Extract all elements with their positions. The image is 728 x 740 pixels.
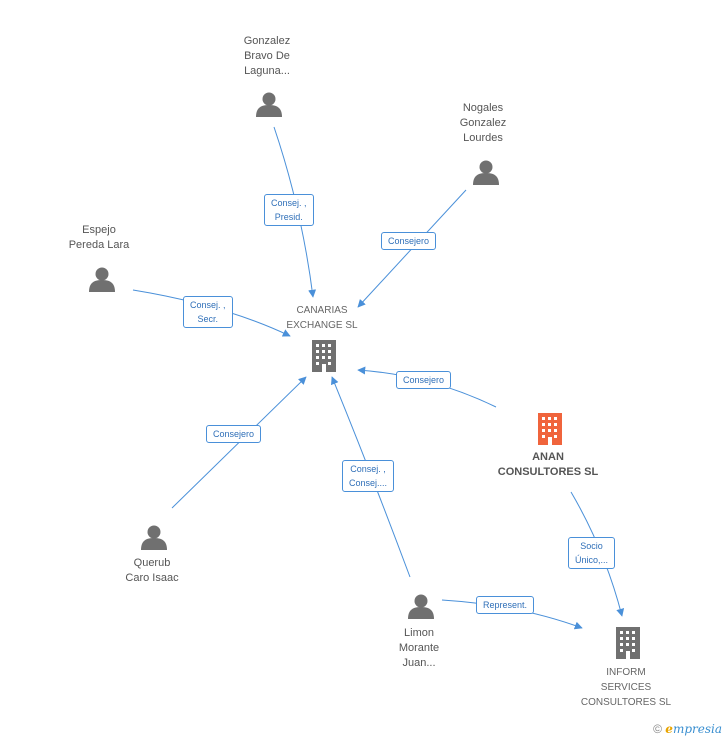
edge-label-line: Secr.	[197, 314, 219, 324]
node-label-line: Pereda Lara	[68, 239, 130, 251]
edge-label-nogales-canarias[interactable]: Consejero	[381, 232, 437, 250]
node-label-line: Espejo	[82, 224, 116, 236]
node-label-line: SERVICES	[600, 682, 652, 693]
node-label-limon[interactable]: Limon Morante Juan...	[359, 626, 479, 671]
node-label-line: Caro Isaac	[125, 572, 179, 584]
node-label-line: Morante	[398, 642, 440, 654]
node-label-line: Laguna...	[244, 65, 290, 77]
edge-label-line: Consej. ,	[350, 464, 386, 474]
edge-label-limon-canarias[interactable]: Consej. , Consej....	[342, 460, 395, 492]
node-label-line: EXCHANGE SL	[286, 320, 358, 331]
person-icon-limon[interactable]	[408, 594, 434, 620]
edge-label-espejo-canarias[interactable]: Consej. , Secr.	[183, 296, 233, 328]
node-label-line: Gonzalez	[459, 117, 507, 129]
edge-label-line: Único,...	[575, 555, 609, 565]
node-label-line: Juan...	[402, 657, 436, 669]
edge-label-line: Consej....	[349, 478, 388, 488]
node-label-line: CONSULTORES SL	[580, 697, 672, 708]
node-label-line: Limon	[404, 627, 434, 639]
edge-label-line: Socio	[580, 541, 603, 551]
person-icon-querub[interactable]	[141, 525, 167, 551]
edge-label-line: Consejero	[213, 429, 255, 439]
footer-brand: © empresia	[653, 722, 722, 736]
node-label-line: ANAN	[532, 451, 564, 463]
brand-logo-e: e	[665, 722, 673, 736]
edge-label-gonzalez-canarias[interactable]: Consej. , Presid.	[264, 194, 314, 226]
person-icon-espejo[interactable]	[89, 267, 115, 293]
node-label-line: Lourdes	[463, 132, 503, 144]
edge-label-line: Consejero	[388, 236, 430, 246]
node-label-line: Gonzalez	[243, 35, 291, 47]
node-label-canarias[interactable]: CANARIAS EXCHANGE SL	[262, 303, 382, 333]
edge-label-anan-canarias[interactable]: Consejero	[396, 371, 452, 389]
node-label-nogales[interactable]: Nogales Gonzalez Lourdes	[423, 101, 543, 146]
node-label-inform[interactable]: INFORM SERVICES CONSULTORES SL	[566, 665, 686, 710]
copyright-icon: ©	[653, 722, 662, 736]
building-icon-inform[interactable]	[616, 627, 640, 659]
person-icon-nogales[interactable]	[473, 160, 499, 186]
node-label-line: INFORM	[606, 667, 646, 678]
building-icon-anan[interactable]	[538, 413, 562, 445]
node-label-anan[interactable]: ANAN CONSULTORES SL	[488, 450, 608, 480]
node-label-line: Bravo De	[244, 50, 290, 62]
edge-label-line: Presid.	[274, 212, 303, 222]
node-label-line: Querub	[133, 557, 171, 569]
brand-logo[interactable]: empresia	[665, 722, 722, 736]
edge-label-line: Consejero	[403, 375, 445, 385]
edge-label-line: Consej. ,	[271, 198, 307, 208]
node-label-line: Nogales	[462, 102, 504, 114]
edge-label-line: Consej. ,	[190, 300, 226, 310]
edge-label-line: Represent.	[483, 600, 528, 610]
node-label-line: CONSULTORES SL	[497, 466, 599, 478]
brand-logo-text: mpresia	[672, 722, 722, 736]
node-label-querub[interactable]: Querub Caro Isaac	[92, 556, 212, 586]
edge-label-anan-inform[interactable]: Socio Único,...	[568, 537, 616, 569]
node-label-line: CANARIAS	[296, 305, 348, 316]
edge-label-limon-inform[interactable]: Represent.	[476, 596, 535, 614]
person-icon-gonzalez[interactable]	[256, 92, 282, 118]
node-label-gonzalez[interactable]: Gonzalez Bravo De Laguna...	[207, 34, 327, 79]
edge-label-querub-canarias[interactable]: Consejero	[206, 425, 262, 443]
node-label-espejo[interactable]: Espejo Pereda Lara	[39, 223, 159, 253]
building-icon-canarias[interactable]	[312, 340, 336, 372]
